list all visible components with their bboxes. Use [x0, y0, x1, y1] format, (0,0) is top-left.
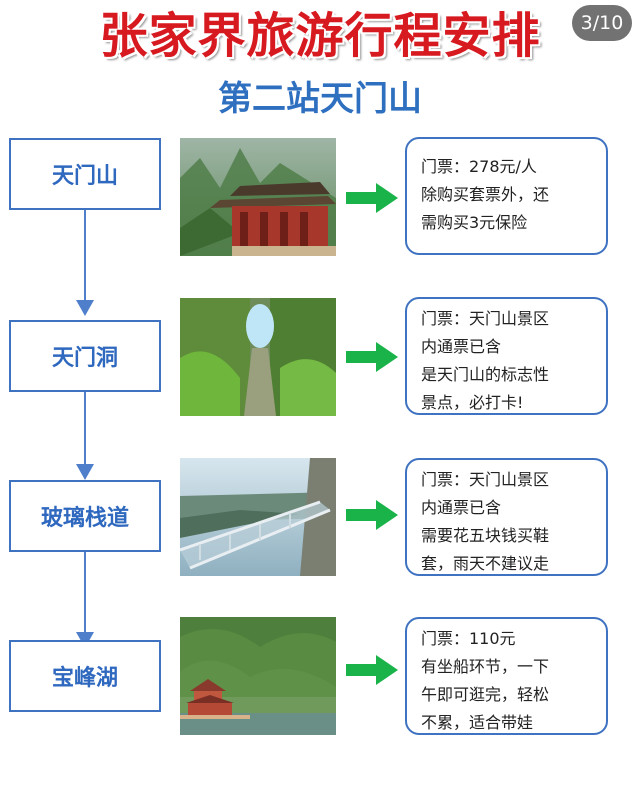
info-box-glass-walkway: 门票：天门山景区 内通票已含 需要花五块钱买鞋 套，雨天不建议走 [405, 458, 608, 576]
flow-connector [84, 210, 86, 302]
cave-illustration [180, 298, 336, 416]
stop-box-tianmendong: 天门洞 [9, 320, 161, 392]
info-line: 门票：278元/人 [421, 157, 537, 176]
arrow-right-icon [346, 500, 398, 530]
info-box-tianmenshan: 门票：278元/人 除购买套票外，还 需购买3元保险 [405, 137, 608, 255]
flow-connector [84, 392, 86, 466]
info-line: 景点，必打卡! [421, 393, 524, 412]
stop-box-tianmenshan: 天门山 [9, 138, 161, 210]
info-box-baofeng-lake: 门票：110元 有坐船环节，一下 午即可逛完，轻松 不累，适合带娃 [405, 617, 608, 735]
temple-photo [180, 138, 336, 256]
info-line: 午即可逛完，轻松 [421, 685, 550, 704]
info-line: 门票：天门山景区 [421, 470, 550, 489]
info-line: 需购买3元保险 [421, 213, 528, 232]
info-line: 有坐船环节，一下 [421, 657, 550, 676]
info-line: 除购买套票外，还 [421, 185, 550, 204]
temple-illustration [180, 138, 336, 256]
arrow-right-icon [346, 342, 398, 372]
info-line: 是天门山的标志性 [421, 365, 550, 384]
lake-photo [180, 617, 336, 735]
glass-walkway-photo [180, 458, 336, 576]
arrow-down-icon [76, 300, 94, 316]
info-line: 门票：110元 [421, 629, 516, 648]
glass-walkway-illustration [180, 458, 336, 576]
arrow-right-icon [346, 183, 398, 213]
main-title: 张家界旅游行程安排 [99, 8, 541, 64]
stop-box-glass-walkway: 玻璃栈道 [9, 480, 161, 552]
info-line: 套，雨天不建议走 [421, 554, 550, 573]
info-line: 门票：天门山景区 [421, 309, 550, 328]
flow-connector [84, 552, 86, 636]
lake-illustration [180, 617, 336, 735]
info-line: 内通票已含 [421, 498, 502, 517]
info-line: 内通票已含 [421, 337, 502, 356]
arrow-right-icon [346, 655, 398, 685]
info-line: 需要花五块钱买鞋 [421, 526, 550, 545]
stop-box-baofeng-lake: 宝峰湖 [9, 640, 161, 712]
info-line: 不累，适合带娃 [421, 713, 534, 732]
cave-photo [180, 298, 336, 416]
page-counter[interactable]: 3/10 [572, 5, 632, 41]
info-box-tianmendong: 门票：天门山景区 内通票已含 是天门山的标志性 景点，必打卡! [405, 297, 608, 415]
sub-title: 第二站天门山 [218, 79, 422, 119]
arrow-down-icon [76, 464, 94, 480]
